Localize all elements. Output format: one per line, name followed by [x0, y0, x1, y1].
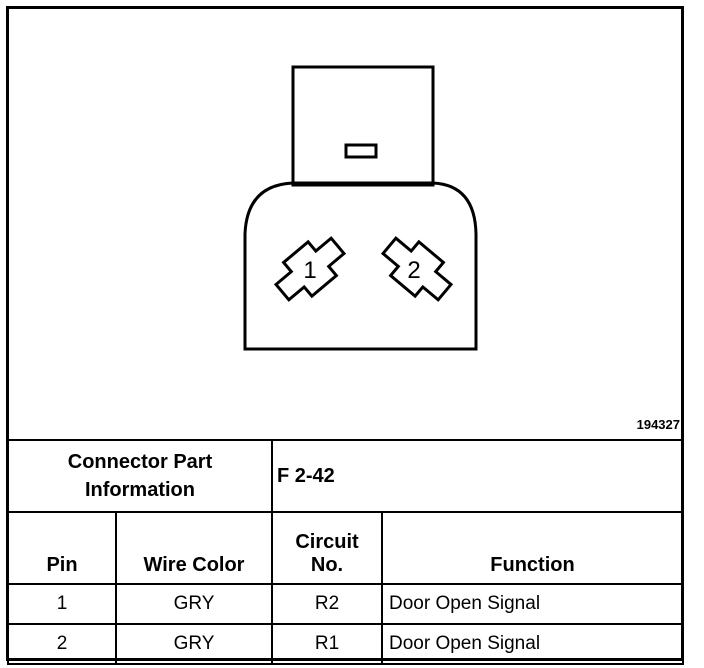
table-row: 1 GRY R2 Door Open Signal [7, 583, 684, 625]
pin-2-terminal [380, 236, 454, 302]
pin-1-label: 1 [303, 257, 316, 284]
part-info-label: Connector Part Information [7, 439, 273, 513]
row-2-wire-color: GRY [115, 623, 273, 665]
figure-id: 194327 [636, 417, 680, 432]
row-2-pin: 2 [7, 623, 117, 665]
col-header-circuit: Circuit No. [271, 511, 383, 585]
col-header-wire-color: Wire Color [115, 511, 273, 585]
row-2-circuit: R1 [271, 623, 383, 665]
part-info-label-line1: Connector Part [67, 451, 213, 473]
row-1-function: Door Open Signal [381, 583, 684, 625]
connector-lock-tab [344, 143, 378, 159]
row-1-pin: 1 [7, 583, 117, 625]
col-header-function: Function [381, 511, 684, 585]
col-header-circuit-line2: No. [310, 554, 344, 576]
row-1-circuit: R2 [271, 583, 383, 625]
col-header-circuit-line1: Circuit [295, 531, 359, 553]
row-2-function: Door Open Signal [381, 623, 684, 665]
connector-top-housing [291, 65, 435, 187]
part-info-row: Connector Part Information F 2-42 [7, 439, 684, 513]
connector-info-table: Connector Part Information F 2-42 Pin Wi… [7, 439, 684, 665]
pin-2-label: 2 [407, 257, 420, 284]
part-info-label-line2: Information [85, 479, 195, 501]
connector-drawing: 1 2 [243, 65, 478, 351]
col-header-pin: Pin [7, 511, 117, 585]
connector-face [243, 181, 478, 351]
part-info-value: F 2-42 [271, 439, 684, 513]
pin-1-terminal [273, 236, 347, 302]
table-row: 2 GRY R1 Door Open Signal [7, 623, 684, 665]
row-1-wire-color: GRY [115, 583, 273, 625]
column-header-row: Pin Wire Color Circuit No. Function [7, 511, 684, 585]
